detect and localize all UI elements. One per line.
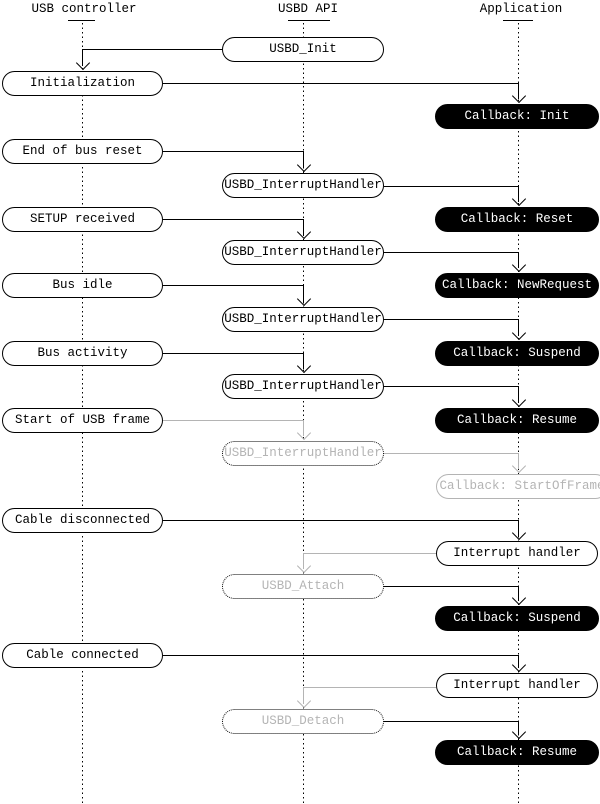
connector-line	[518, 453, 519, 469]
connector-line	[303, 553, 304, 569]
arrow-down-icon	[296, 693, 312, 709]
connector-line	[384, 252, 518, 253]
connector-line	[518, 386, 519, 403]
header-underline	[68, 20, 95, 21]
connector-line	[384, 721, 518, 722]
connector-line	[303, 285, 304, 302]
arrow-down-icon	[511, 191, 527, 207]
arrow-down-icon	[511, 392, 527, 408]
arrow-down-icon	[296, 558, 312, 574]
connector-line	[303, 687, 304, 704]
node-callback-suspend-1: Callback: Suspend	[435, 341, 599, 366]
connector-line	[384, 319, 518, 320]
node-cable-connected: Cable connected	[2, 643, 163, 668]
arrow-down-icon	[511, 525, 527, 541]
arrow-down-icon	[511, 325, 527, 341]
node-callback-startofframe-disabled: Callback: StartOfFrame	[436, 474, 600, 499]
arrow-down-icon	[511, 458, 527, 474]
arrow-down-icon	[296, 291, 312, 307]
node-end-of-bus-reset: End of bus reset	[2, 139, 163, 164]
connector-line	[384, 386, 518, 387]
connector-line	[303, 687, 436, 688]
node-setup-received: SETUP received	[2, 207, 163, 232]
connector-line	[163, 420, 303, 421]
connector-line	[82, 49, 83, 66]
connector-line	[518, 520, 519, 536]
connector-line	[303, 353, 304, 369]
column-header-usbd-api: USBD API	[277, 2, 339, 16]
connector-line	[518, 319, 519, 336]
node-interrupt-handler-2: Interrupt handler	[436, 673, 598, 698]
column-header-application: Application	[479, 2, 563, 16]
node-usbd-interrupthandler-1: USBD_InterruptHandler	[222, 173, 384, 198]
connector-line	[303, 151, 304, 168]
connector-line	[163, 353, 303, 354]
connector-line	[163, 151, 303, 152]
connector-line	[163, 83, 518, 84]
connector-line	[518, 186, 519, 202]
arrow-down-icon	[296, 358, 312, 374]
connector-line	[163, 219, 303, 220]
node-callback-init: Callback: Init	[435, 104, 599, 129]
connector-line	[518, 721, 519, 735]
node-callback-resume-2: Callback: Resume	[435, 740, 599, 765]
node-bus-activity: Bus activity	[2, 341, 163, 366]
connector-line	[163, 520, 518, 521]
node-cable-disconnected: Cable disconnected	[2, 508, 163, 533]
connector-line	[518, 655, 519, 668]
node-callback-newrequest: Callback: NewRequest	[435, 273, 599, 298]
connector-line	[303, 420, 304, 436]
node-usbd-init: USBD_Init	[222, 37, 384, 62]
arrow-down-icon	[511, 257, 527, 273]
node-interrupt-handler-1: Interrupt handler	[436, 541, 598, 566]
lifeline-usbd-api	[303, 23, 304, 804]
node-callback-suspend-2: Callback: Suspend	[435, 606, 599, 631]
header-underline	[288, 20, 330, 21]
connector-line	[518, 83, 519, 99]
arrow-down-icon	[511, 724, 527, 740]
connector-line	[384, 453, 518, 454]
node-usbd-interrupthandler-3: USBD_InterruptHandler	[222, 307, 384, 332]
node-callback-resume-1: Callback: Resume	[435, 408, 599, 433]
connector-line	[163, 655, 518, 656]
node-callback-reset: Callback: Reset	[435, 207, 599, 232]
connector-line	[384, 186, 518, 187]
arrow-down-icon	[296, 425, 312, 441]
node-usbd-interrupthandler-2: USBD_InterruptHandler	[222, 240, 384, 265]
connector-line	[518, 586, 519, 601]
node-usbd-interrupthandler-4: USBD_InterruptHandler	[222, 374, 384, 399]
arrow-down-icon	[511, 88, 527, 104]
arrow-down-icon	[511, 657, 527, 673]
node-usbd-attach-disabled: USBD_Attach	[222, 574, 384, 599]
column-header-usb-controller: USB controller	[31, 2, 137, 16]
connector-line	[384, 586, 518, 587]
connector-line	[303, 553, 436, 554]
node-usbd-detach-disabled: USBD_Detach	[222, 709, 384, 734]
arrow-down-icon	[296, 224, 312, 240]
arrow-down-icon	[511, 590, 527, 606]
node-start-of-usb-frame: Start of USB frame	[2, 408, 163, 433]
connector-line	[518, 252, 519, 268]
arrow-down-icon	[296, 157, 312, 173]
header-underline	[503, 20, 533, 21]
connector-line	[163, 285, 303, 286]
node-usbd-interrupthandler-5-disabled: USBD_InterruptHandler	[222, 441, 384, 466]
connector-line	[82, 49, 222, 50]
arrow-down-icon	[75, 55, 91, 71]
node-bus-idle: Bus idle	[2, 273, 163, 298]
connector-line	[303, 219, 304, 235]
node-initialization: Initialization	[2, 71, 163, 96]
